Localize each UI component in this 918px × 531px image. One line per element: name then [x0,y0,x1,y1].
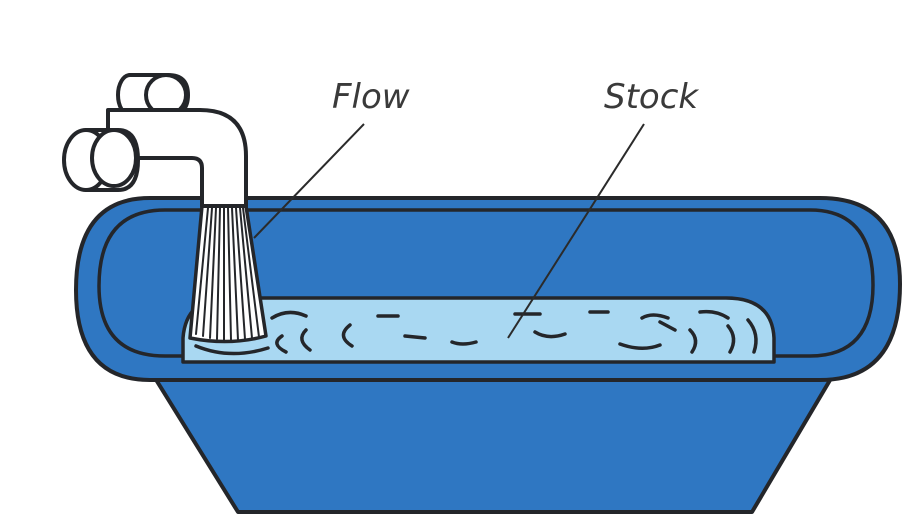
faucet-front-handle-cap [90,128,138,188]
flow-leader-line [253,123,365,239]
stream-lines [195,207,260,341]
stock-label: Stock [604,77,699,117]
flow-label: Flow [332,77,410,117]
stock-leader-line [507,123,645,339]
faucet-icon [62,73,248,208]
faucet-pipe [106,108,248,208]
tub-body [148,368,838,514]
water-surface [181,296,776,364]
water-stream-icon [188,204,268,344]
water-stock [181,296,776,364]
